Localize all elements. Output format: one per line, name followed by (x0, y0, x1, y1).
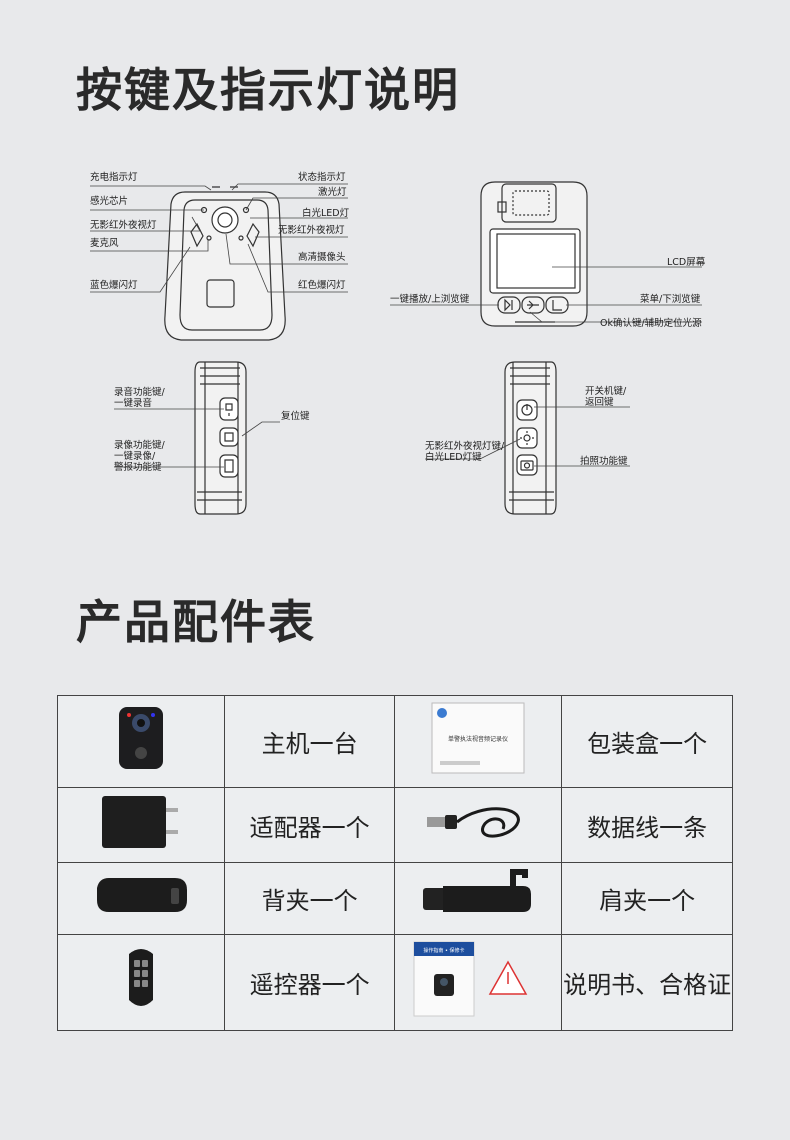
label-microphone: 麦克风 (90, 238, 119, 249)
right-side-device (504, 361, 557, 515)
label-hd-camera: 高清摄像头 (298, 252, 346, 263)
label-white-led: 白光LED灯 (302, 208, 350, 219)
accessory-data-cable: 数据线一条 (561, 786, 733, 864)
remote-image (57, 933, 225, 1032)
label-ok-key: Ok确认键/辅助定位光源 (600, 318, 702, 329)
table-row: 遥控器一个 操作指南 • 保修卡 说明书、合格证 (57, 933, 733, 1032)
package-box-image: 单警执法视音频记录仪 (394, 695, 563, 788)
table-row: 适配器一个 数据线一条 (57, 786, 733, 864)
label-charge-light: 充电指示灯 (90, 172, 138, 183)
label-blue-flash: 蓝色爆闪灯 (90, 280, 138, 291)
label-laser: 激光灯 (318, 187, 347, 198)
label-power-2: 返回键 (585, 397, 614, 408)
label-red-flash: 红色爆闪灯 (298, 280, 346, 291)
box-label: 单警执法视音频记录仪 (448, 735, 508, 743)
label-ir-left: 无影红外夜视灯 (90, 220, 157, 231)
label-photo: 拍照功能键 (580, 456, 628, 467)
section-title-buttons: 按键及指示灯说明 (76, 63, 460, 117)
accessory-remote: 遥控器一个 (223, 933, 396, 1032)
manual-label: 操作指南 • 保修卡 (424, 947, 465, 954)
accessory-package-box: 包装盒一个 (561, 695, 733, 788)
table-row: 背夹一个 肩夹一个 (57, 862, 733, 935)
label-power-1: 开关机键/ (585, 386, 627, 397)
label-ir-key-1: 无影红外夜视灯键/ (425, 441, 505, 452)
section-title-accessories: 产品配件表 (76, 595, 316, 649)
label-light-sensor: 感光芯片 (90, 196, 129, 207)
back-clip-image (57, 862, 225, 935)
manual-icon: 操作指南 • 保修卡 (413, 941, 528, 1017)
shoulder-clip-icon (423, 868, 532, 912)
label-reset: 复位键 (281, 411, 310, 422)
label-video-key-2: 一键录像/ (114, 451, 156, 462)
box-icon: 单警执法视音频记录仪 (431, 702, 525, 774)
adapter-image (57, 786, 225, 864)
remote-icon (128, 949, 153, 1007)
label-audio-key-1: 录音功能键/ (114, 387, 165, 398)
label-menu-down: 菜单/下浏览键 (640, 294, 701, 305)
front-view-device (164, 186, 286, 341)
accessory-main-unit: 主机一台 (223, 695, 396, 788)
back-view-device (480, 181, 588, 327)
accessory-manual-certificate: 说明书、合格证 (561, 933, 733, 1032)
table-row: 主机一台 单警执法视音频记录仪 包装盒一个 (57, 695, 733, 788)
label-video-key-3: 警报功能键 (114, 462, 162, 473)
label-video-key-1: 录像功能键/ (114, 440, 165, 451)
label-ir-key-2: 白光LED灯键 (425, 452, 482, 463)
accessories-table: 主机一台 单警执法视音频记录仪 包装盒一个 适配器一个 (57, 695, 733, 1032)
main-unit-image (57, 695, 225, 788)
camera-icon (118, 707, 163, 770)
label-status-light: 状态指示灯 (298, 172, 346, 183)
manual-certificate-image: 操作指南 • 保修卡 (394, 933, 563, 1032)
accessory-adapter: 适配器一个 (223, 786, 396, 864)
shoulder-clip-image (394, 862, 563, 935)
accessory-shoulder-clip: 肩夹一个 (561, 862, 733, 935)
adapter-icon (101, 796, 178, 849)
label-ir-right: 无影红外夜视灯 (278, 225, 345, 236)
label-lcd: LCD屏幕 (667, 257, 706, 268)
label-play-up: 一键播放/上浏览键 (390, 294, 470, 305)
accessory-back-clip: 背夹一个 (223, 862, 396, 935)
cable-image (394, 786, 563, 864)
label-audio-key-2: 一键录音 (114, 398, 153, 409)
cable-icon (427, 807, 521, 838)
back-clip-icon (96, 877, 187, 912)
left-side-device (194, 361, 247, 515)
device-diagrams (90, 181, 702, 515)
